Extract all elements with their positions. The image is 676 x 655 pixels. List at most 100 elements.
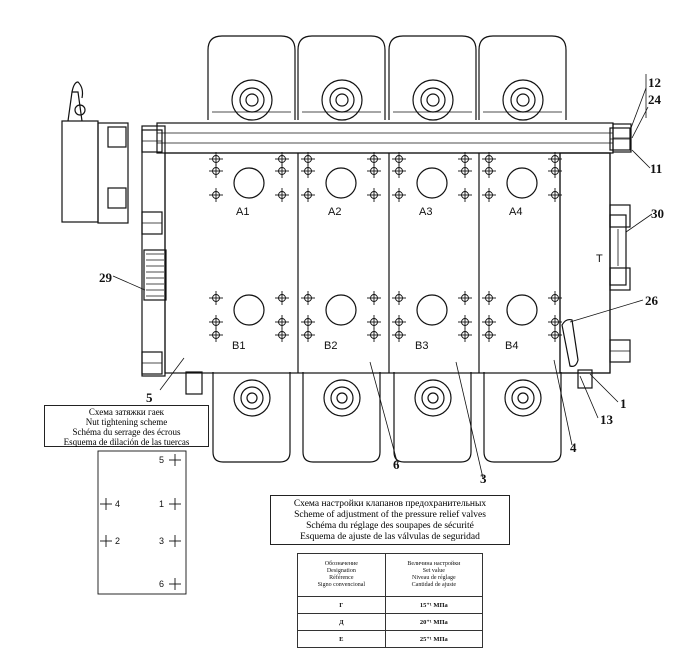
solenoid-housing [97,122,129,224]
bottom-boss-inner [240,386,264,410]
set-value-header-cell: Величина настройки Set value Niveau de r… [384,553,484,597]
header-text: Величина настройки [407,561,461,567]
leader-line [159,357,185,391]
callout-4: 4 [570,440,577,455]
header-text: Référence [329,575,354,581]
relief-scheme-title-ru: Схема настройки клапанов предохранительн… [293,499,487,509]
callout-24: 24 [648,92,661,107]
designation-cell: Е [297,630,386,648]
table-row: Д 20⁺¹ МПа [297,613,484,631]
nut-scheme-frame [97,450,187,595]
side-nut [609,267,631,291]
top-boss [502,79,544,121]
table-row: Г 15⁺¹ МПа [297,596,484,614]
nut-position-number: 3 [159,536,164,546]
header-text: Set value [422,568,445,574]
leader-line [625,213,653,233]
bottom-boss [504,379,542,417]
port-label-a: A4 [509,206,522,218]
side-nut [609,204,631,228]
nut-scheme-title-es: Esquema de dilación de las tuercas [63,437,190,447]
header-text: Designation [326,568,356,574]
top-boss-bore [335,93,349,107]
callout-6: 6 [393,457,400,472]
designation-header-cell: Обозначение Designation Référence Signo … [297,553,386,597]
callout-12: 12 [648,75,661,90]
nut-scheme-title-box: Схема затяжки гаек Nut tightening scheme… [44,405,209,447]
tank-port-block [609,214,627,286]
top-boss-bore [426,93,440,107]
table-row: Е 25⁺¹ МПа [297,630,484,648]
callout-3: 3 [480,471,487,486]
port-label-a: A2 [328,206,341,218]
leader-line [553,359,573,446]
value-cell: 20⁺¹ МПа [384,613,484,631]
valve-bottom-cap [483,372,562,463]
port-label-b: B3 [415,340,428,352]
header-text: Обозначение [324,561,358,567]
port-label-b: B1 [232,340,245,352]
bottom-boss-bore [336,392,348,404]
leader-line [589,373,619,403]
nut-position-number: 4 [115,499,120,509]
designation-cell: Г [297,596,386,614]
port-a-bore [233,167,265,199]
nut-position-number: 6 [159,579,164,589]
valve-top-cap [388,35,477,120]
callout-29: 29 [99,270,112,285]
port-label-a: A1 [236,206,249,218]
port-b-bore [325,294,357,326]
port-a-bore [325,167,357,199]
header-text: Cantidad de ajuste [411,582,456,588]
solenoid-nut [107,126,127,148]
header-text: Niveau de réglage [412,575,456,581]
solenoid-plug [74,104,86,116]
inlet-end-plate [141,125,166,377]
nut-position-number: 2 [115,536,120,546]
bottom-boss [233,379,271,417]
valve-top-cap [297,35,386,120]
leader-line [631,149,651,169]
valve-top-cap [478,35,567,120]
header-text: Signo convencional [317,582,366,588]
value-cell: 15⁺¹ МПа [384,596,484,614]
relief-settings-table: Обозначение Designation Référence Signo … [297,553,484,648]
solenoid-nut [107,187,127,209]
port-b-bore [506,294,538,326]
bottom-boss-inner [330,386,354,410]
bottom-boss-bore [246,392,258,404]
callout-1: 1 [620,396,627,411]
top-boss [231,79,273,121]
top-boss-inner [510,87,536,113]
port-b-bore [416,294,448,326]
mounting-foot [185,371,203,395]
valve-bottom-cap [302,372,381,463]
callout-30: 30 [651,206,664,221]
relief-scheme-title-es: Esquema de ajuste de las válvulas de seg… [300,532,480,542]
port-label-b: B2 [324,340,337,352]
leader-line [630,87,647,129]
nut-position-number: 5 [159,455,164,465]
top-boss [321,79,363,121]
port-label-tank: T [596,253,603,265]
leader-line [631,106,649,139]
bottom-boss [323,379,361,417]
port-a-bore [416,167,448,199]
top-boss-inner [329,87,355,113]
valve-bottom-cap [212,372,291,463]
solenoid-box [61,120,99,223]
port-a-bore [506,167,538,199]
relief-valve-left [143,249,167,301]
bottom-boss-bore [517,392,529,404]
callout-26: 26 [645,293,658,308]
table-header-row: Обозначение Designation Référence Signo … [297,553,484,597]
bottom-boss-bore [427,392,439,404]
port-label-a: A3 [419,206,432,218]
port-label-b: B4 [505,340,518,352]
leader-line [569,299,644,323]
relief-scheme-title-fr: Schéma du réglage des soupapes de sécuri… [306,521,474,531]
bottom-boss [414,379,452,417]
callout-13: 13 [600,412,613,427]
